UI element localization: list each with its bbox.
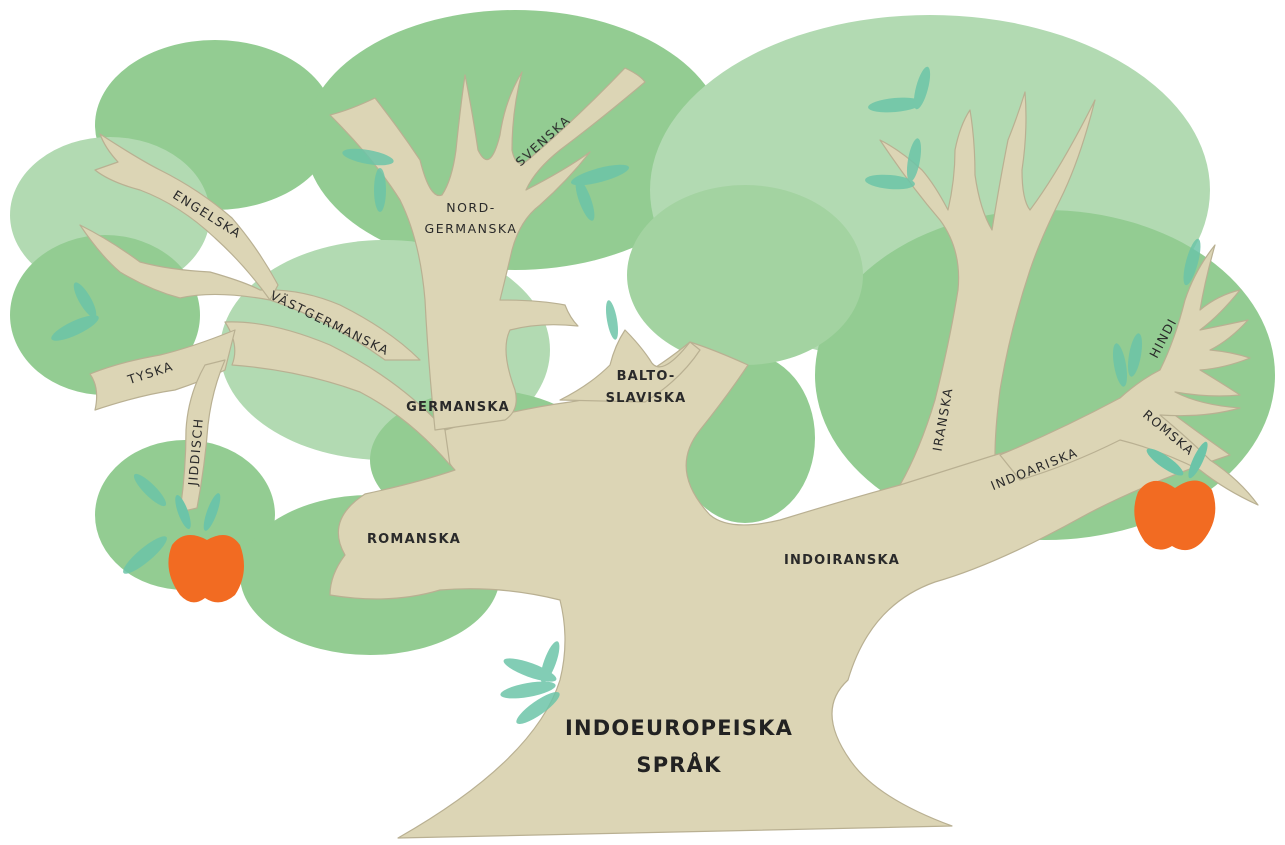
apple-icon (1134, 480, 1215, 550)
leaf-icon (604, 299, 621, 340)
leaf-icon (374, 168, 386, 212)
label-germanska: GERMANSKA (406, 400, 510, 415)
label-indoiranska: INDOIRANSKA (784, 553, 900, 568)
label-baltoslaviska-line1: BALTO- (617, 369, 676, 384)
label-root-line2: SPRÅK (636, 752, 721, 777)
label-root-line1: INDOEUROPEISKA (565, 716, 793, 740)
label-romanska: ROMANSKA (367, 532, 461, 547)
label-nordgermanska-line2: GERMANSKA (425, 221, 518, 236)
crown-blob (627, 185, 863, 365)
apple-icon (168, 535, 244, 602)
label-nordgermanska-line1: NORD- (446, 200, 496, 215)
label-baltoslaviska-line2: SLAVISKA (606, 391, 687, 406)
